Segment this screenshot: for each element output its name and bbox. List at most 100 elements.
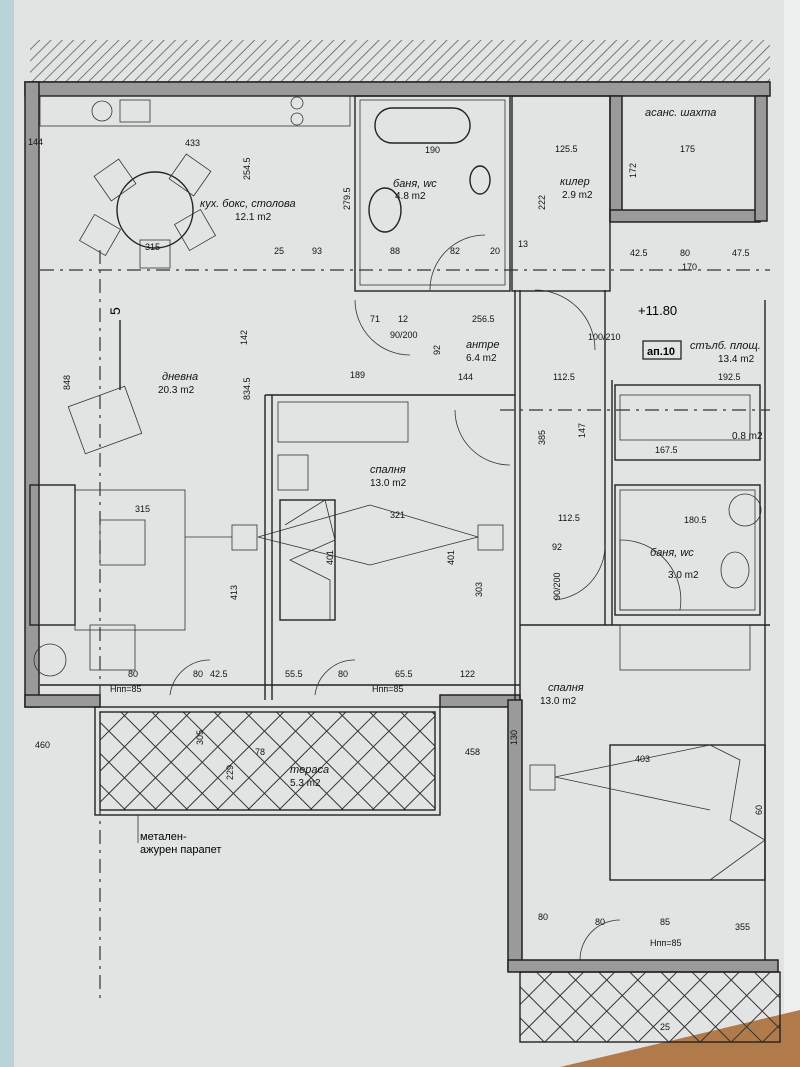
room-name-bath1: баня, wc bbox=[393, 178, 437, 190]
dim-label: 100/210 bbox=[588, 332, 621, 342]
dim-label: 401 bbox=[446, 550, 456, 565]
dim-label: 78 bbox=[255, 747, 265, 757]
dim-label: 403 bbox=[635, 754, 650, 764]
sill-height-2: Нпп=85 bbox=[372, 684, 404, 694]
grid-axes bbox=[40, 250, 770, 1000]
wardrobe1 bbox=[277, 401, 409, 443]
dim-label: 385 bbox=[537, 430, 547, 445]
room-name-hall: антре bbox=[466, 339, 499, 351]
dim-label: 460 bbox=[35, 740, 50, 750]
room-area-closet: 0.8 m2 bbox=[732, 431, 763, 442]
dim-label: 71 bbox=[370, 314, 380, 324]
dim-label: 142 bbox=[239, 330, 249, 345]
level-mark: +11.80 bbox=[638, 303, 677, 318]
dim-label: 279.5 bbox=[342, 187, 352, 210]
room-area-bath1: 4.8 m2 bbox=[395, 191, 426, 202]
dim-label: 55.5 bbox=[285, 669, 303, 679]
dim-label: 222 bbox=[537, 195, 547, 210]
room-name-stairs: стълб. площ. bbox=[690, 340, 761, 352]
dim-label: 25 bbox=[660, 1022, 670, 1032]
dim-label: 125.5 bbox=[555, 144, 578, 154]
room-name-storage: килер bbox=[560, 176, 590, 188]
room-name-bedroom1: спалня bbox=[370, 464, 406, 476]
dimension-labels: 433 315 254.5 279.5 25 93 190 88 82 20 1… bbox=[28, 137, 764, 1032]
toilet bbox=[469, 165, 491, 195]
room-name-bath2: баня, wc bbox=[650, 547, 694, 559]
dim-label: 13 bbox=[518, 239, 528, 249]
room-area-bath2: 3.0 m2 bbox=[668, 570, 699, 581]
paper-edge bbox=[0, 0, 14, 1067]
room-area-terrace: 5.3 m2 bbox=[290, 778, 321, 789]
sill-height-1: Нпп=85 bbox=[110, 684, 142, 694]
dim-label: 65.5 bbox=[395, 669, 413, 679]
dim-label: 254.5 bbox=[242, 157, 252, 180]
dim-label: 92 bbox=[552, 542, 562, 552]
dim-label: 355 bbox=[735, 922, 750, 932]
room-area-kitchen: 12.1 m2 bbox=[235, 212, 272, 223]
dim-label: 25 bbox=[274, 246, 284, 256]
dim-label: 167.5 bbox=[655, 445, 678, 455]
dim-label: 47.5 bbox=[732, 248, 750, 258]
railing-label-1: метален- bbox=[140, 831, 187, 843]
dim-label: 147 bbox=[577, 423, 587, 438]
section-mark: 5 bbox=[107, 307, 123, 315]
dim-label: 80 bbox=[193, 669, 203, 679]
dim-label: 321 bbox=[390, 510, 405, 520]
railing-label-2: ажурен парапет bbox=[140, 844, 221, 856]
dim-label: 112.5 bbox=[558, 513, 580, 523]
dim-label: 85 bbox=[660, 917, 670, 927]
dim-label: 172 bbox=[628, 163, 638, 178]
furniture bbox=[29, 95, 766, 881]
dim-label: 192.5 bbox=[718, 372, 741, 382]
dim-label: 20 bbox=[490, 246, 500, 256]
dim-label: 144 bbox=[28, 137, 43, 147]
annotations: ап.10 +11.80 5 метален- ажурен парапет Н… bbox=[107, 303, 682, 948]
dim-label: 80 bbox=[538, 912, 548, 922]
dim-label: 112.5 bbox=[553, 372, 575, 382]
paper-sheet bbox=[14, 0, 784, 1067]
dim-label: 256.5 bbox=[472, 314, 495, 324]
room-name-terrace: тераса bbox=[290, 764, 329, 776]
dim-label: 305 bbox=[195, 730, 205, 745]
dim-label: 42.5 bbox=[210, 669, 228, 679]
room-name-shaft: асанс. шахта bbox=[645, 107, 716, 119]
dim-label: 189 bbox=[350, 370, 365, 380]
dim-label: 144 bbox=[458, 372, 473, 382]
room-area-bedroom1: 13.0 m2 bbox=[370, 478, 407, 489]
dim-label: 80 bbox=[338, 669, 348, 679]
bed1 bbox=[279, 499, 336, 621]
dim-label: 88 bbox=[390, 246, 400, 256]
dim-label: 190 bbox=[425, 145, 440, 155]
sink bbox=[368, 187, 402, 233]
paper-edge-right bbox=[784, 0, 800, 1067]
dim-label: 90/200 bbox=[552, 572, 562, 600]
dim-label: 93 bbox=[312, 246, 322, 256]
dining-table bbox=[116, 171, 194, 249]
dim-label: 122 bbox=[460, 669, 475, 679]
room-area-stairs: 13.4 m2 bbox=[718, 354, 755, 365]
dim-label: 12 bbox=[398, 314, 408, 324]
terrace2-hatch bbox=[519, 971, 781, 1043]
dim-label: 180.5 bbox=[684, 515, 707, 525]
room-area-storage: 2.9 m2 bbox=[562, 190, 593, 201]
dim-label: 315 bbox=[145, 242, 160, 252]
partitions bbox=[40, 95, 781, 1043]
shower bbox=[619, 539, 682, 611]
dim-label: 315 bbox=[135, 504, 150, 514]
terrace-railing-hatch bbox=[99, 711, 436, 811]
room-name-living: дневна bbox=[162, 371, 198, 383]
room-labels: кух. бокс, столова 12.1 m2 дневна 20.3 m… bbox=[158, 107, 763, 789]
sill-height-3: Нпп=85 bbox=[650, 938, 682, 948]
dim-label: 42.5 bbox=[630, 248, 648, 258]
dim-label: 413 bbox=[229, 585, 239, 600]
bathtub bbox=[374, 107, 471, 144]
armchair bbox=[67, 385, 143, 455]
dim-label: 170 bbox=[682, 262, 697, 272]
dim-label: 834.5 bbox=[242, 377, 252, 400]
rug bbox=[74, 489, 186, 631]
wardrobe2 bbox=[619, 624, 751, 671]
dim-label: 401 bbox=[325, 550, 335, 565]
neighbor-hatch bbox=[30, 40, 770, 82]
dim-label: 130 bbox=[509, 730, 519, 745]
